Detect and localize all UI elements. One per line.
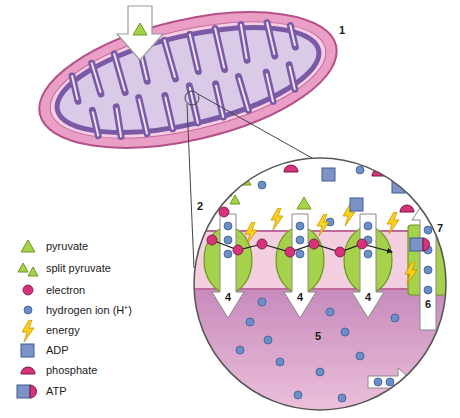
callout-number: 7: [437, 222, 443, 235]
callout-number: 5: [315, 330, 321, 343]
callout-number: 4: [297, 291, 303, 304]
mitochondrion: [26, 0, 349, 173]
legend-text: phosphate: [46, 364, 97, 377]
zoom-circle: [194, 158, 446, 410]
legend-text: pyruvate: [46, 240, 88, 253]
legend-text: electron: [46, 284, 85, 297]
entry-arrow: [117, 6, 163, 60]
membrane-closeup: [190, 150, 460, 418]
legend-text: energy: [46, 324, 80, 337]
legend-text: ATP: [46, 385, 67, 398]
legend-text: ADP: [46, 344, 69, 357]
callout-number: 2: [197, 200, 203, 213]
callout-number: 6: [425, 298, 431, 311]
legend-symbols: [17, 240, 38, 398]
legend-text: hydrogen ion (H⁺): [46, 304, 132, 317]
callout-number: 4: [365, 291, 371, 304]
callout-number: 4: [225, 291, 231, 304]
legend-text: split pyruvate: [46, 262, 111, 275]
callout-number: 1: [339, 24, 345, 37]
